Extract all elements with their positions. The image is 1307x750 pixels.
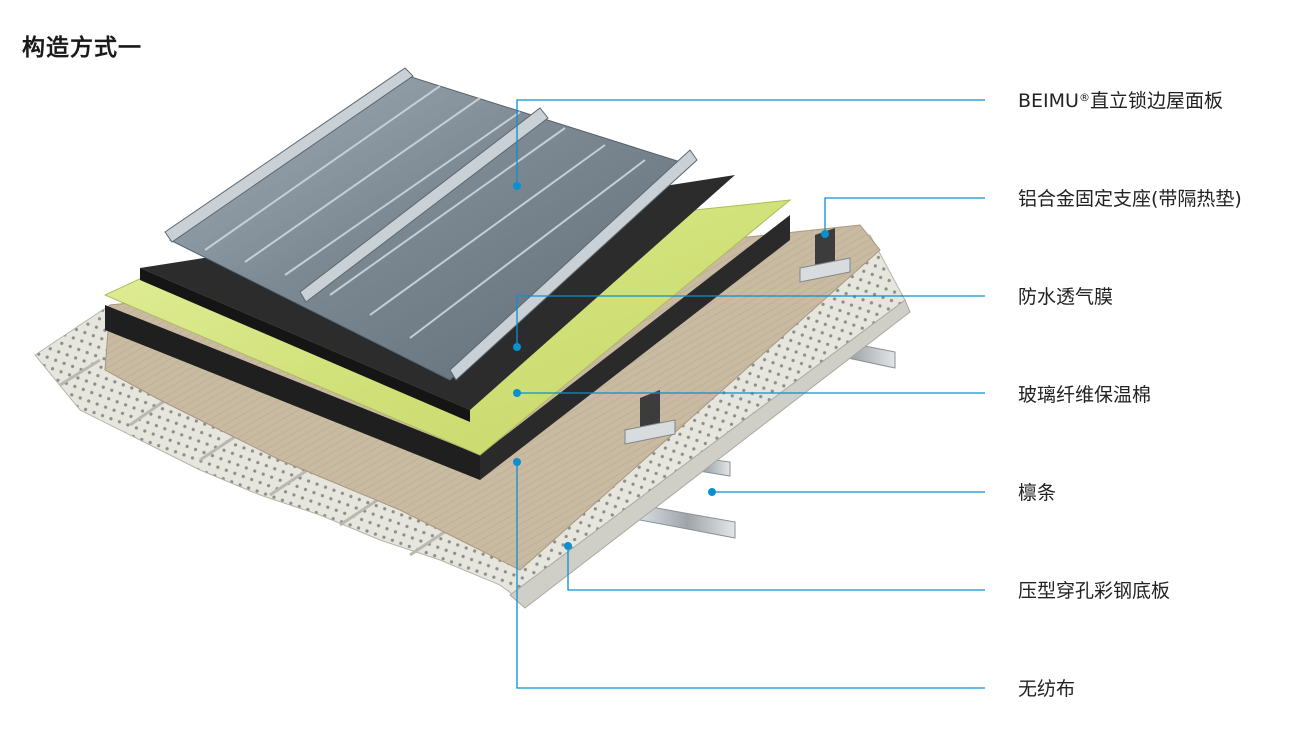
leader-dot-bracket: [821, 230, 829, 238]
leader-line-fabric: [516, 462, 985, 689]
callout-text: 铝合金固定支座(带隔热垫): [1018, 188, 1242, 210]
callout-label-insulation: 玻璃纤维保温棉: [1018, 383, 1151, 407]
leader-line-membrane: [516, 295, 985, 347]
membrane-side: [105, 305, 480, 480]
leader-line-bracket: [824, 197, 985, 234]
callout-label-deck: 压型穿孔彩钢底板: [1018, 579, 1170, 603]
leader-dot-membrane: [513, 343, 521, 351]
callout-text-rest: 直立锁边屋面板: [1089, 90, 1223, 112]
registered-mark: ®: [1078, 91, 1090, 104]
leader-dot-deck: [564, 542, 572, 550]
leader-line-roof-panel: [516, 99, 985, 186]
callout-text: BEIMU: [1018, 90, 1079, 112]
callout-text: 压型穿孔彩钢底板: [1018, 580, 1171, 602]
leader-line-deck: [567, 546, 985, 591]
leader-dot-insulation: [513, 389, 521, 397]
steel-roof-panels: [164, 67, 698, 381]
callout-text: 檩条: [1018, 482, 1057, 504]
aluminium-brackets: [624, 228, 851, 445]
callout-text: 无纺布: [1018, 678, 1076, 700]
callout-label-membrane: 防水透气膜: [1018, 285, 1113, 309]
callout-label-roof-panel: BEIMU®直立锁边屋面板: [1018, 89, 1223, 113]
leader-dot-roof-panel: [513, 182, 521, 190]
leader-dot-fabric: [513, 458, 521, 466]
callout-label-bracket: 铝合金固定支座(带隔热垫): [1018, 187, 1242, 211]
callout-label-fabric: 无纺布: [1018, 677, 1075, 701]
callout-text: 玻璃纤维保温棉: [1018, 384, 1152, 406]
page-title: 构造方式一: [22, 35, 142, 61]
leader-dot-purlin: [708, 488, 716, 496]
callout-text: 防水透气膜: [1018, 286, 1114, 308]
callout-label-purlin: 檩条: [1018, 481, 1056, 505]
